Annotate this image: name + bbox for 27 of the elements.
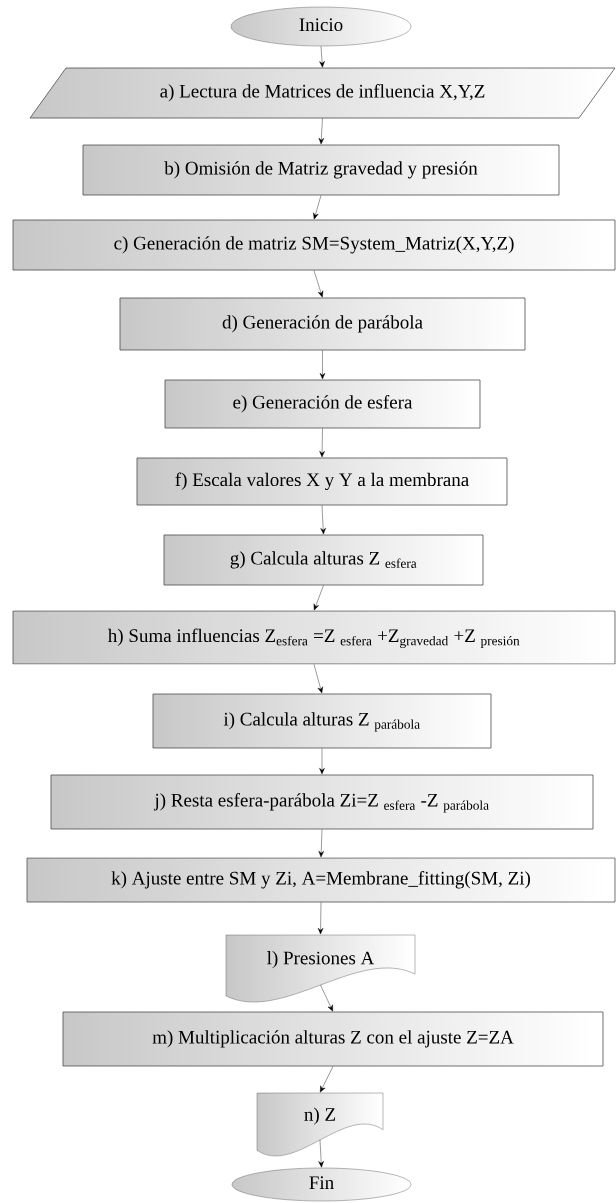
process-box: i) Calcula alturas Z $_{parábola}$ [152, 693, 492, 749]
input-parallelogram: a) Lectura de Matrices de influencia X,Y,Z [29, 67, 616, 119]
arrow [320, 984, 333, 1012]
process-box: c) Generación de matriz SM=System_Matriz(X,Y,Z) [12, 219, 616, 271]
process-box: b) Omisión de Matriz gravedad y presión [82, 144, 560, 196]
process-box: f) Escala valores X y Y a la membrana [136, 457, 508, 506]
arrow [320, 1066, 334, 1093]
arrow [319, 46, 325, 68]
process-box: g) Calcula alturas Z $_{esfera}$ [163, 534, 484, 586]
process-box: d) Generación de parábola [119, 297, 526, 351]
arrow [318, 118, 325, 145]
arrow [320, 505, 326, 535]
arrow [313, 585, 324, 611]
process-box: m) Multiplicación alturas Z con el ajuste Z=ZA [62, 1011, 604, 1067]
arrow [319, 428, 325, 458]
process-box: k) Ajuste entre SM y Zi, A=Membrane_fitting(SM, Zi) [26, 857, 616, 903]
arrow [313, 195, 322, 220]
process-box: h) Suma influencias Z$_{esfera}$ =Z $_{esfera}$ +Z$_{gravedad}$ +Z $_{presión}$ [12, 610, 616, 665]
arrow [313, 664, 323, 694]
arrow [318, 829, 324, 858]
process-box: e) Generación de esfera [164, 379, 481, 429]
arrow [317, 902, 324, 935]
process-box: j) Resta esfera-parábola Zi=Z $_{esfera}$ -Z $_{parábola}$ [50, 774, 594, 830]
arrow [319, 350, 326, 380]
arrow [313, 270, 324, 298]
arrow [318, 1139, 324, 1168]
arrow [319, 748, 325, 775]
